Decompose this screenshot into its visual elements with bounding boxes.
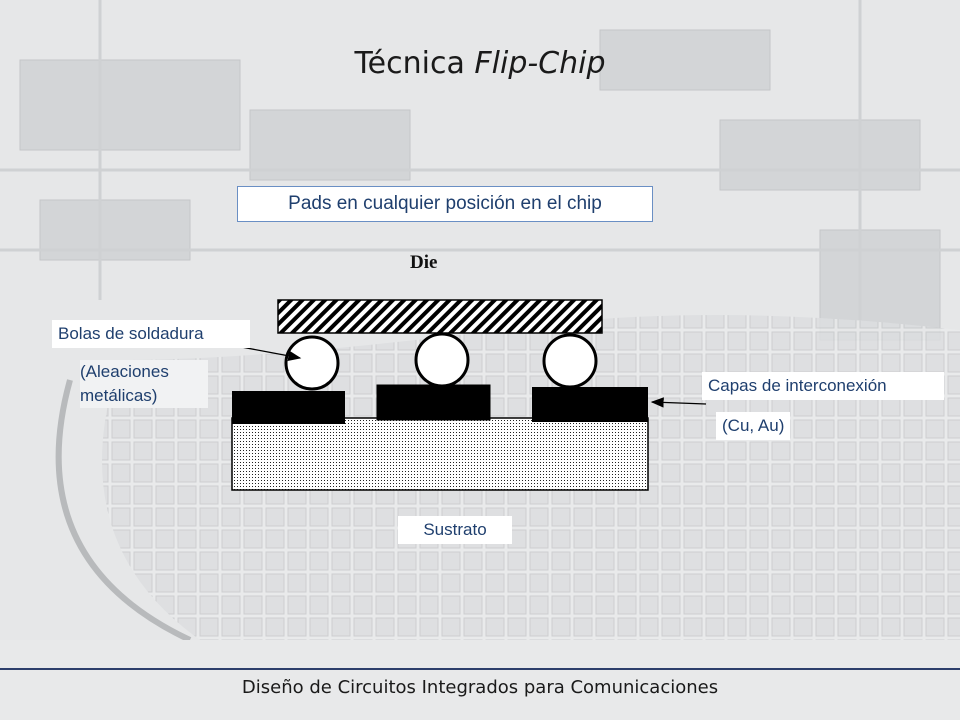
footer-divider	[0, 668, 960, 670]
interconnect-pad-middle	[377, 385, 490, 420]
capas-label: Capas de interconexión	[702, 372, 944, 400]
bolas-label: Bolas de soldadura	[52, 320, 250, 348]
die-label: Die	[410, 252, 437, 274]
solder-ball-right	[544, 335, 596, 387]
solder-ball-middle	[416, 334, 468, 386]
title-main: Técnica	[354, 46, 474, 81]
aleaciones-label: (Aleaciones metálicas)	[80, 360, 208, 408]
cuau-label: (Cu, Au)	[716, 412, 790, 440]
solder-ball-left	[286, 337, 338, 389]
capas-arrow	[652, 402, 706, 404]
sustrato-label: Sustrato	[398, 516, 512, 544]
slide-title: Técnica Flip-Chip	[0, 46, 960, 81]
title-italic: Flip-Chip	[474, 46, 605, 81]
substrate-block	[232, 418, 648, 490]
interconnect-pad-right	[532, 387, 648, 422]
footer-text: Diseño de Circuitos Integrados para Comu…	[0, 677, 960, 698]
callout-box: Pads en cualquier posición en el chip	[237, 186, 653, 222]
die-block	[278, 300, 602, 333]
interconnect-pad-left	[232, 391, 345, 424]
